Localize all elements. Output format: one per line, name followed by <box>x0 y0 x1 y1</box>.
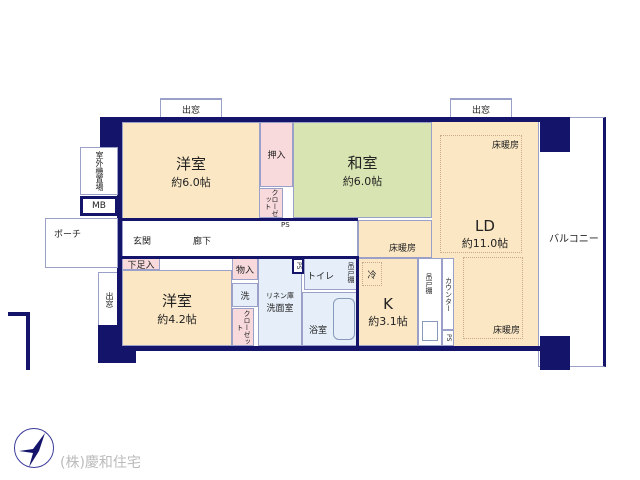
pillar <box>540 336 570 370</box>
company-logo-icon <box>14 428 54 468</box>
wall <box>356 256 359 346</box>
wall <box>117 346 542 351</box>
storage: 物入 <box>232 258 258 280</box>
oshiire: 押入 <box>260 122 293 187</box>
label: 押入 <box>267 151 286 161</box>
label: 下足入 <box>127 260 155 271</box>
bathroom: 浴室 <box>302 292 358 346</box>
porch: ポーチ <box>45 218 118 268</box>
hallway-label: 廊下 <box>193 237 212 247</box>
meter-box: MB <box>80 196 118 216</box>
room-size: 約6.0帖 <box>342 174 383 188</box>
balcony-label: バルコニー <box>549 234 599 245</box>
room-name: LD <box>475 217 495 235</box>
label: 出窓 <box>105 291 114 308</box>
label: 床暖房 <box>492 326 520 336</box>
washer-space: 洗 <box>232 283 258 307</box>
closet-1: クローゼット <box>259 188 283 218</box>
wall <box>26 312 30 370</box>
room-size: 約6.0帖 <box>171 175 211 189</box>
toilet-label: トイレ <box>307 272 335 282</box>
room-name: 洋室 <box>175 154 206 173</box>
room-size: 約3.1帖 <box>368 315 408 328</box>
label: カウンター <box>444 276 453 312</box>
label: クローゼット <box>264 189 279 217</box>
shelf-label: 吊戸棚 <box>347 262 355 283</box>
balcony: バルコニー <box>538 117 606 367</box>
kitchen-counter: 吊戸棚 <box>418 258 442 346</box>
pipe-space: PS <box>292 258 304 274</box>
counter: カウンター <box>442 258 454 330</box>
ps-label: PS <box>281 221 290 229</box>
wall <box>100 117 540 122</box>
western-room-2: 洋室 約4.2帖 <box>122 270 232 346</box>
label: 洗 <box>240 291 250 302</box>
label: MB <box>92 201 106 211</box>
outdoor-unit-space: 室外機置場 <box>80 147 118 195</box>
pipe-space: PS <box>442 330 454 346</box>
wall <box>8 312 30 316</box>
room-name: 和室 <box>347 153 378 172</box>
bath-label: 浴室 <box>309 326 328 336</box>
label: PS <box>445 334 452 342</box>
hallway: 玄関 廊下 PS <box>122 220 358 258</box>
label: 出窓 <box>181 106 200 116</box>
shoe-box: 下足入 <box>122 258 160 271</box>
entrance-label: 玄関 <box>133 237 152 247</box>
label: PS <box>295 262 302 270</box>
bathtub-icon <box>333 298 355 340</box>
label: 物入 <box>235 265 254 276</box>
floor-heating-area: 床暖房 <box>440 135 522 253</box>
label: 床暖房 <box>389 244 417 254</box>
fridge-space: 冷 <box>362 262 382 286</box>
label: 冷 <box>367 270 377 281</box>
linen-label: リネン庫 <box>266 291 294 300</box>
label: 出窓 <box>471 106 490 116</box>
wall <box>122 256 358 259</box>
floor-heating-area: 床暖房 <box>463 257 523 339</box>
wall <box>122 218 358 221</box>
western-room-1: 洋室 約6.0帖 <box>122 122 260 220</box>
company-name: (株)慶和住宅 <box>60 455 141 471</box>
room-size: 約11.0帖 <box>461 237 509 250</box>
wall <box>117 117 122 362</box>
japanese-room: 和室 約6.0帖 <box>293 122 432 218</box>
label: 床暖房 <box>491 141 519 151</box>
room-name: K <box>383 295 393 313</box>
closet-2: クローゼット <box>232 308 254 346</box>
stove-icon <box>422 321 438 341</box>
toilet: トイレ 吊戸棚 <box>304 258 358 290</box>
washroom-label: 洗面室 <box>266 303 294 314</box>
label: 室外機置場 <box>95 151 104 191</box>
room-size: 約4.2帖 <box>157 312 197 326</box>
pillar <box>540 117 570 152</box>
kitchen-upper: 床暖房 <box>358 220 432 258</box>
shelf-label: 吊戸棚 <box>425 273 433 294</box>
label: ポーチ <box>54 230 82 240</box>
room-name: 洋室 <box>161 291 192 310</box>
label: クローゼット <box>236 309 251 345</box>
